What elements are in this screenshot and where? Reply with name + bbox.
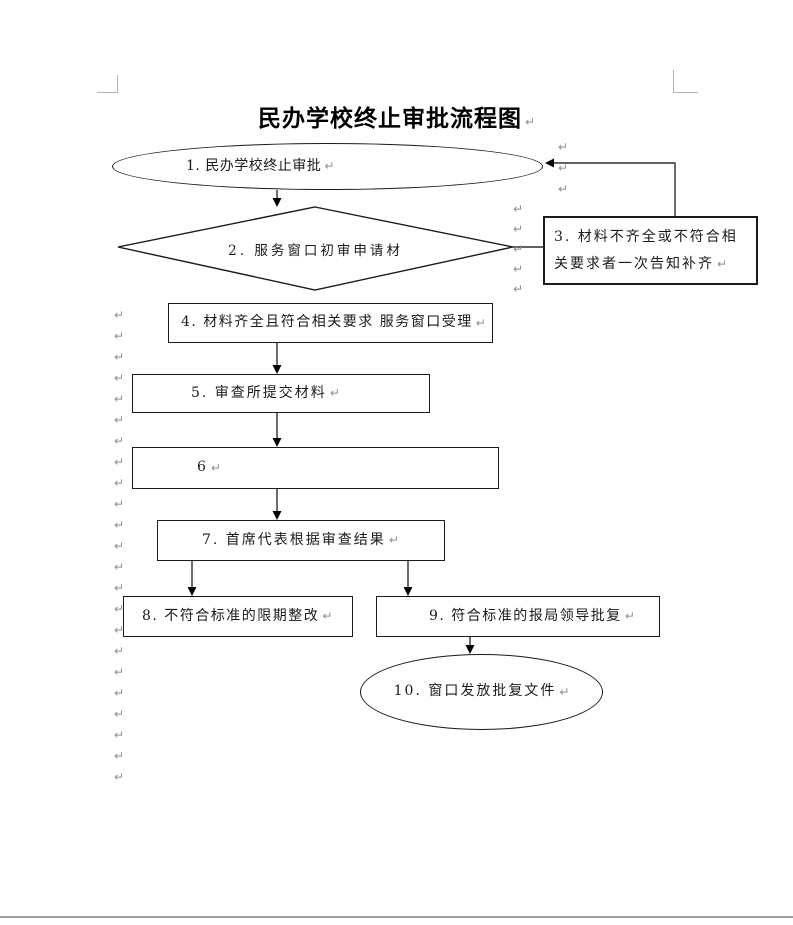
node-8-label: 8. 不符合标准的限期整改 [142, 607, 320, 624]
margin-corner-mark-top-right [673, 70, 698, 93]
paragraph-mark: ↵ [717, 257, 728, 271]
node-8-rectify-box: 8. 不符合标准的限期整改↵ [123, 596, 353, 637]
node-3-label-line1: 3. 材料不齐全或不符合相 [554, 229, 738, 245]
paragraph-marks-beside-diamond: ↵↵↵↵↵ [513, 202, 524, 296]
paragraph-mark: ↵ [329, 386, 340, 400]
node-3-label-line2: 关要求者一次告知补齐↵ [554, 256, 728, 272]
node-10-label: 10. 窗口发放批复文件 [393, 683, 557, 700]
node-4-accept-box: 4. 材料齐全且符合相关要求 服务窗口受理↵ [168, 303, 493, 343]
paragraph-mark: ↵ [475, 315, 486, 330]
node-9-approve-box: 9. 符合标准的报局领导批复↵ [376, 596, 660, 637]
arrow-accept-to-review [272, 343, 282, 374]
node-1-label: 1. 民办学校终止审批 [186, 157, 322, 174]
flowchart-title: 民办学校终止审批流程图 [257, 106, 522, 132]
node-1-start-terminator: 1. 民办学校终止审批↵ [112, 143, 543, 190]
node-7-label: 7. 首席代表根据审查结果 [202, 531, 386, 548]
node-2-decision-label: 2. 服务窗口初审申请材 [118, 207, 513, 290]
margin-corner-mark-top-left [97, 75, 118, 93]
node-5-label: 5. 审查所提交材料 [191, 384, 327, 401]
node-10-issue-terminator: 10. 窗口发放批复文件↵ [360, 654, 603, 730]
arrow-chief-to-rectify [187, 561, 197, 596]
arrow-start-to-decision [272, 190, 282, 207]
paragraph-mark: ↵ [388, 533, 399, 547]
node-6-label: 6 [197, 459, 208, 476]
node-5-review-box: 5. 审查所提交材料↵ [132, 374, 430, 413]
page-bottom-edge [0, 916, 793, 918]
arrow-review-to-step6 [272, 413, 282, 447]
paragraph-marks-left-column: ↵↵↵↵↵↵↵↵↵↵↵↵↵↵↵↵↵↵↵↵↵↵↵ [114, 308, 125, 784]
title-row: 民办学校终止审批流程图↵ [0, 99, 793, 133]
node-7-chief-box: 7. 首席代表根据审查结果↵ [157, 520, 445, 561]
paragraph-mark: ↵ [324, 159, 335, 173]
node-6-step-box: 6↵ [132, 447, 499, 489]
arrow-chief-to-approve [403, 561, 413, 596]
arrow-approve-to-issue [465, 637, 475, 654]
paragraph-mark: ↵ [210, 460, 221, 475]
node-9-label: 9. 符合标准的报局领导批复 [429, 607, 622, 624]
paragraph-mark: ↵ [559, 684, 570, 699]
arrow-step6-to-chief [272, 489, 282, 520]
node-2-label: 2. 服务窗口初审申请材 [228, 242, 403, 259]
paragraph-mark: ↵ [524, 115, 536, 129]
node-3-notify-box: 3. 材料不齐全或不符合相 关要求者一次告知补齐↵ [543, 216, 758, 285]
paragraph-mark: ↵ [624, 609, 635, 623]
paragraph-marks-beside-ellipse: ↵↵↵ [558, 140, 569, 196]
node-4-label: 4. 材料齐全且符合相关要求 服务窗口受理 [181, 314, 473, 331]
paragraph-mark: ↵ [322, 609, 333, 623]
